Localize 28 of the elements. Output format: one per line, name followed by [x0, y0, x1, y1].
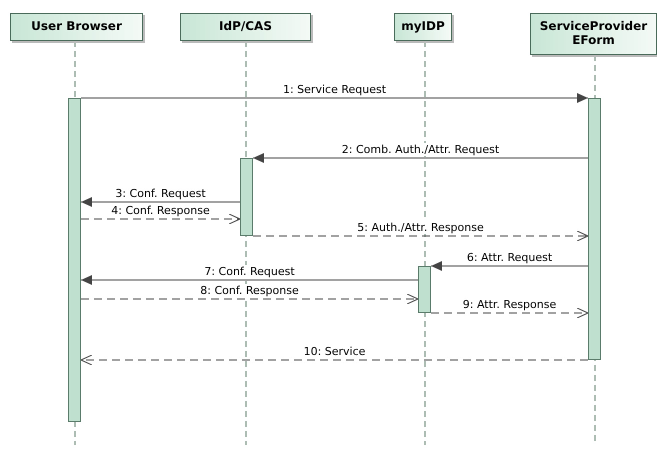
message-arrow	[252, 153, 588, 163]
message-arrow	[80, 354, 588, 366]
message-arrow	[430, 308, 588, 318]
participant-box: User Browser	[10, 13, 143, 41]
message-label: 3: Conf. Request	[114, 187, 207, 200]
activation-bar	[68, 98, 81, 422]
message-arrow	[80, 93, 588, 103]
message-label: 10: Service	[302, 345, 366, 358]
message-label: 7: Conf. Request	[203, 265, 296, 278]
activation-bar	[240, 158, 253, 236]
activation-bar	[418, 266, 431, 313]
participant-box: IdP/CAS	[180, 13, 311, 41]
message-label: 5: Auth./Attr. Response	[356, 221, 485, 234]
message-arrow	[430, 261, 588, 271]
message-label: 1: Service Request	[282, 83, 388, 96]
message-label: 9: Attr. Response	[462, 298, 558, 311]
message-label: 6: Attr. Request	[466, 251, 554, 264]
message-arrow	[80, 294, 418, 304]
participant-box: ServiceProvider EForm	[530, 13, 657, 55]
message-arrow	[80, 275, 418, 285]
message-arrow	[252, 230, 588, 242]
message-arrow	[80, 197, 240, 207]
message-label: 2: Comb. Auth./Attr. Request	[340, 143, 500, 156]
message-label: 8: Conf. Response	[199, 284, 300, 297]
message-label: 4: Conf. Response	[110, 204, 211, 217]
message-arrow	[80, 214, 240, 224]
activation-bar	[588, 98, 601, 360]
participant-box: myIDP	[394, 13, 452, 41]
